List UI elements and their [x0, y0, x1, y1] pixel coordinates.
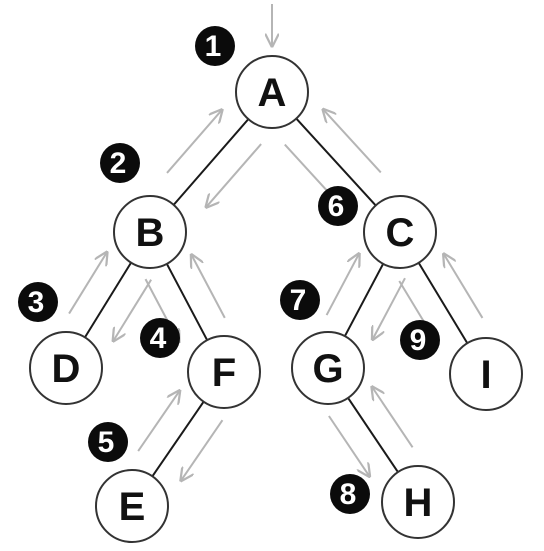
traversal-arrow-down-b-d	[113, 279, 152, 341]
step-badge-6: 6	[318, 186, 358, 226]
node-label: F	[212, 351, 236, 395]
edge-f-e	[151, 401, 205, 477]
step-badge-2: 2	[100, 143, 140, 183]
step-number: 5	[98, 426, 115, 459]
tree-node-i: I	[449, 337, 523, 411]
edge-b-d	[84, 262, 132, 338]
node-circle	[113, 195, 187, 269]
traversal-arrow-up-e-f	[137, 391, 179, 452]
edge-c-i	[417, 262, 469, 344]
edge-a-c	[295, 117, 377, 207]
node-circle	[363, 195, 437, 269]
node-circle	[381, 465, 455, 539]
tree-node-a: A	[235, 55, 309, 129]
node-circle	[29, 331, 103, 405]
node-circle	[449, 337, 523, 411]
step-number: 4	[150, 322, 167, 355]
traversal-arrow-up-c-a	[323, 109, 382, 174]
step-badge-circle	[140, 318, 180, 358]
traversal-arrow-down-g-h	[328, 415, 370, 476]
traversal-arrow-up-i-c	[444, 254, 484, 319]
node-circle	[187, 335, 261, 409]
traversal-arrow-up-f-b	[191, 255, 226, 319]
step-badge-circle	[318, 186, 358, 226]
node-circle	[291, 331, 365, 405]
node-label: H	[404, 481, 433, 525]
step-badge-circle	[400, 320, 440, 360]
tree-node-f: F	[187, 335, 261, 409]
traversal-arrow-down-c-g	[373, 277, 406, 339]
node-circle	[95, 469, 169, 543]
node-label: A	[258, 71, 287, 115]
traversal-arrow-up-g-c	[325, 254, 359, 316]
node-label: C	[386, 211, 415, 255]
node-label: D	[52, 347, 81, 391]
step-number: 7	[290, 284, 307, 317]
traversal-arrow-up-h-g	[372, 387, 414, 448]
step-badge-5: 5	[88, 422, 128, 462]
tree-node-b: B	[113, 195, 187, 269]
node-circle	[235, 55, 309, 129]
traversal-arrow-down-f-e	[181, 419, 224, 480]
step-number: 3	[28, 286, 45, 319]
node-label: I	[480, 353, 491, 397]
step-number: 9	[410, 324, 427, 357]
traversal-arrow-down-a-b	[206, 143, 262, 207]
step-badge-4: 4	[140, 318, 180, 358]
step-badge-circle	[88, 422, 128, 462]
traversal-arrow-up-d-b	[68, 252, 107, 315]
step-badge-9: 9	[400, 320, 440, 360]
step-badge-1: 1	[195, 26, 235, 66]
traversal-arrow-up-b-a	[166, 110, 222, 174]
step-number: 8	[340, 478, 357, 511]
step-badge-3: 3	[18, 282, 58, 322]
step-number: 6	[328, 190, 345, 223]
node-label: E	[119, 485, 146, 529]
tree-node-c: C	[363, 195, 437, 269]
step-badge-8: 8	[330, 474, 370, 514]
tree-node-h: H	[381, 465, 455, 539]
step-number: 1	[205, 30, 222, 63]
tree-node-d: D	[29, 331, 103, 405]
edge-a-b	[172, 118, 250, 206]
edge-b-f	[165, 263, 209, 341]
node-label: G	[312, 347, 343, 391]
step-badge-circle	[18, 282, 58, 322]
step-badge-circle	[195, 26, 235, 66]
tree-node-g: G	[291, 331, 365, 405]
step-badge-circle	[280, 280, 320, 320]
edge-g-h	[347, 397, 399, 473]
step-badge-7: 7	[280, 280, 320, 320]
step-number: 2	[110, 147, 127, 180]
edge-c-g	[343, 263, 385, 337]
node-label: B	[136, 211, 165, 255]
step-badge-circle	[330, 474, 370, 514]
step-badge-circle	[100, 143, 140, 183]
tree-node-e: E	[95, 469, 169, 543]
